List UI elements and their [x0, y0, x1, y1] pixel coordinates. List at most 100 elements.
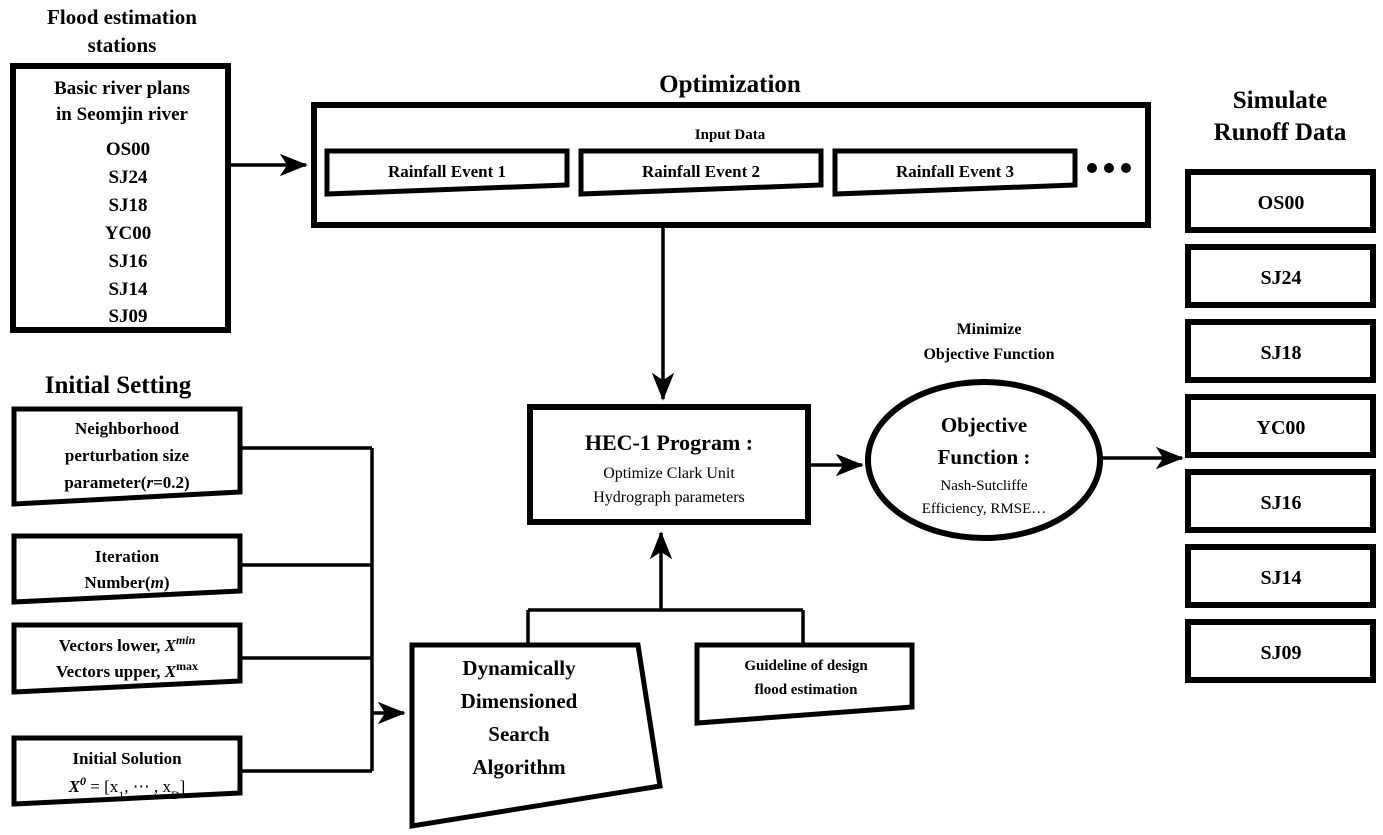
runoff-box-sj09[interactable]: [1185, 619, 1376, 683]
runoff-label-yc00: YC00: [1257, 417, 1306, 439]
vectors-line2-var: X: [164, 662, 177, 681]
hec1-title: HEC-1 Program :: [585, 430, 753, 455]
initial-solution-line2: X0 = [x1, ⋯ , xD]: [68, 774, 186, 802]
dds-guideline-connectors: [526, 531, 805, 647]
initial-solution-mid: , ⋯ , x: [124, 777, 171, 796]
dds-line3: Search: [488, 722, 550, 746]
station-item-sj09: SJ09: [108, 306, 147, 327]
runoff-box-sj16[interactable]: [1185, 469, 1376, 533]
rainfall-event-1-label: Rainfall Event 1: [388, 162, 506, 181]
neighborhood-line1: Neighborhood: [75, 419, 179, 438]
initial-solution-var: X: [68, 777, 81, 796]
flood-stations-heading-line2: stations: [88, 33, 157, 57]
runoff-box-sj24[interactable]: [1185, 244, 1376, 308]
station-item-sj16: SJ16: [108, 251, 147, 272]
vectors-line2-sup: max: [176, 659, 198, 673]
iteration-line2: Number(m): [84, 573, 169, 592]
rainfall-event-2-label: Rainfall Event 2: [642, 162, 760, 181]
station-item-sj24: SJ24: [108, 167, 148, 188]
iteration-line1: Iteration: [95, 547, 160, 566]
hec1-box[interactable]: [527, 404, 811, 525]
flood-stations-box-title-line1: Basic river plans: [54, 78, 190, 99]
objective-title-line2: Function :: [938, 445, 1031, 469]
runoff-box-os00[interactable]: [1185, 169, 1376, 233]
dds-line1: Dynamically: [462, 656, 576, 680]
station-item-sj18: SJ18: [108, 195, 147, 216]
guideline-line1: Guideline of design: [744, 658, 868, 674]
objective-caption-line1: Minimize: [957, 321, 1022, 338]
objective-detail-line1: Nash-Sutcliffe: [940, 478, 1028, 494]
runoff-label-sj14: SJ14: [1260, 567, 1301, 589]
ellipsis-dot-3: [1121, 163, 1131, 173]
runoff-label-os00: OS00: [1258, 192, 1305, 214]
dds-line4: Algorithm: [472, 755, 566, 779]
runoff-label-sj18: SJ18: [1260, 342, 1301, 364]
initial-setting-heading: Initial Setting: [45, 372, 192, 399]
dds-algorithm-shape[interactable]: [409, 642, 663, 829]
initial-solution-end: ]: [180, 777, 186, 796]
iteration-line2-pre: Number(: [84, 573, 150, 592]
hec1-line1: Optimize Clark Unit: [603, 465, 735, 482]
initial-setting-item-vectors-shape[interactable]: [11, 622, 243, 695]
vectors-line2-pre: Vectors upper,: [56, 662, 165, 681]
flood-stations-heading-line1: Flood estimation: [47, 5, 197, 29]
simulate-runoff-heading-line2: Runoff Data: [1214, 119, 1347, 146]
dds-group: Dynamically Dimensioned Search Algorithm: [409, 642, 663, 829]
objective-title-line1: Objective: [941, 413, 1027, 437]
objective-function-group: Minimize Objective Function Objective Fu…: [865, 321, 1103, 541]
runoff-box-sj18[interactable]: [1185, 319, 1376, 383]
initial-setting-item-initial-solution-shape[interactable]: [11, 735, 243, 807]
station-item-os00: OS00: [106, 139, 150, 160]
runoff-box-yc00[interactable]: [1185, 394, 1376, 458]
iteration-line2-post: ): [164, 573, 170, 592]
runoff-label-sj16: SJ16: [1260, 492, 1301, 514]
initial-solution-sub1: 1: [118, 788, 124, 802]
ellipsis-dot-1: [1087, 163, 1097, 173]
rainfall-event-2-shape[interactable]: [578, 148, 824, 197]
vectors-line1: Vectors lower, Xmin: [59, 633, 196, 655]
guideline-shape[interactable]: [694, 642, 915, 726]
hec1-group: HEC-1 Program : Optimize Clark Unit Hydr…: [527, 404, 811, 525]
initial-setting-item-iteration-shape[interactable]: [11, 533, 243, 605]
rainfall-event-1-shape[interactable]: [324, 148, 570, 197]
neighborhood-line3-post: =0.2): [153, 473, 190, 492]
flood-estimation-stations-group: Flood estimation stations Basic river pl…: [10, 5, 231, 333]
neighborhood-line3-pre: parameter(: [64, 473, 146, 492]
initial-setting-connectors: [238, 446, 406, 773]
simulate-runoff-heading-line1: Simulate: [1233, 87, 1327, 114]
flood-stations-box[interactable]: [10, 63, 231, 333]
guideline-line2: flood estimation: [755, 682, 859, 698]
optimization-heading: Optimization: [659, 71, 801, 98]
runoff-label-sj24: SJ24: [1260, 267, 1301, 289]
simulate-runoff-group: Simulate Runoff Data OS00 SJ24 SJ18 YC00…: [1185, 87, 1376, 683]
optimization-input-data-box[interactable]: [311, 102, 1151, 228]
vectors-line1-var: X: [164, 636, 177, 655]
rainfall-event-3-label: Rainfall Event 3: [896, 162, 1014, 181]
objective-detail-line2: Efficiency, RMSE…: [922, 501, 1047, 517]
initial-solution-line1: Initial Solution: [72, 749, 182, 768]
initial-solution-sup: 0: [80, 774, 86, 788]
optimization-group: Optimization Input Data Rainfall Event 1…: [311, 71, 1151, 228]
vectors-line2: Vectors upper, Xmax: [56, 659, 198, 681]
hec1-line2: Hydrograph parameters: [593, 489, 745, 506]
initial-setting-item-neighborhood-shape[interactable]: [11, 406, 243, 507]
iteration-line2-var: m: [151, 573, 164, 592]
vectors-line1-sup: min: [176, 633, 196, 647]
neighborhood-line2: perturbation size: [65, 446, 190, 465]
runoff-box-sj14[interactable]: [1185, 544, 1376, 608]
initial-solution-sub2: D: [171, 788, 180, 802]
initial-solution-eq: = [x: [86, 777, 119, 796]
dds-line2: Dimensioned: [461, 689, 578, 713]
rainfall-event-3-shape[interactable]: [832, 148, 1078, 197]
vectors-line1-pre: Vectors lower,: [59, 636, 165, 655]
objective-function-ellipse[interactable]: [865, 379, 1103, 541]
ellipsis-dot-2: [1104, 163, 1114, 173]
flood-stations-box-title-line2: in Seomjin river: [56, 104, 188, 125]
initial-setting-group: Initial Setting Neighborhood perturbatio…: [11, 372, 243, 807]
guideline-group: Guideline of design flood estimation: [694, 642, 915, 726]
station-item-sj14: SJ14: [108, 279, 148, 300]
runoff-label-sj09: SJ09: [1260, 642, 1301, 664]
input-data-label: Input Data: [695, 127, 766, 143]
neighborhood-line3: parameter(r=0.2): [64, 473, 189, 492]
